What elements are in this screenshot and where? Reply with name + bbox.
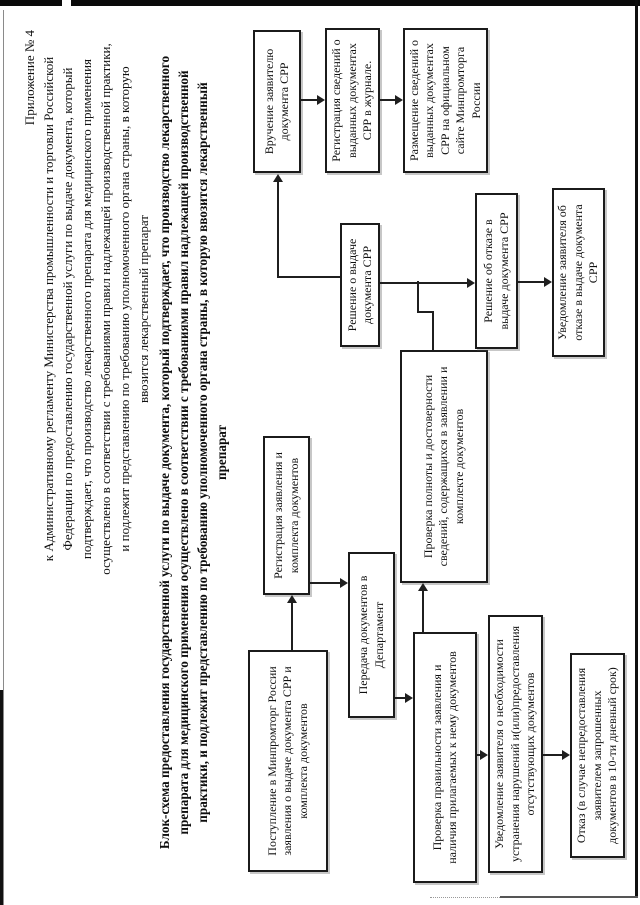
connector-issue-to-handover xyxy=(277,180,279,278)
box-application-received: Поступление в Минпромторг России заявлен… xyxy=(248,650,328,872)
connector-decision-trunk xyxy=(380,282,468,284)
connector-received-to-registration xyxy=(291,602,293,650)
arrowhead-down-icon xyxy=(317,95,325,105)
box-decision-refuse: Решение об отказе в выдаче документа СРР xyxy=(475,193,518,349)
arrowhead-down-icon xyxy=(544,277,552,287)
box-transfer-to-department: Передача документов в Департамент xyxy=(348,552,395,718)
box-application-registration: Регистрация заявления и комплекта докуме… xyxy=(263,436,310,595)
scan-edge-bottom-dotted xyxy=(430,897,500,898)
appendix-header: Приложение № 4 к Административному регла… xyxy=(20,28,153,590)
scan-edge-right xyxy=(635,0,638,897)
scan-edge-top xyxy=(0,0,640,6)
appendix-line: осуществлено в соответствии с требования… xyxy=(98,43,113,575)
connector-junction-to-trunk xyxy=(417,281,419,313)
appendix-line: к Административному регламенту Министерс… xyxy=(41,56,56,562)
arrowhead-down-icon xyxy=(340,578,348,588)
arrowhead-down-icon xyxy=(562,750,570,760)
box-correctness-check: Проверка правильности заявления и наличи… xyxy=(413,632,477,883)
title-line: Блок-схема предоставления государственно… xyxy=(157,55,172,850)
appendix-line: ввозится лекарственный препарат xyxy=(136,215,151,403)
box-refusal-notice: Уведомление заявителя об отказе в выдаче… xyxy=(552,188,605,357)
connector-correctness-to-completeness xyxy=(422,590,424,632)
appendix-line: подтверждает, что производство лекарстве… xyxy=(79,58,94,560)
connector-handover-to-journal xyxy=(301,99,318,101)
box-refusal: Отказ (в случае непредоставления заявите… xyxy=(570,653,625,858)
box-website-publication: Размещение сведений о выданных документа… xyxy=(403,28,488,173)
box-violations-notice: Уведомление заявителя о необходимости ус… xyxy=(488,615,543,873)
scan-edge-bottom xyxy=(500,896,638,898)
scan-edge-notch xyxy=(62,0,71,6)
connector-junction-riser xyxy=(417,311,434,313)
connector-completeness-junction xyxy=(432,311,434,350)
arrowhead-right-icon xyxy=(418,583,428,591)
title-line: препарат xyxy=(214,424,229,481)
connector-journal-to-website xyxy=(380,99,396,101)
box-completeness-check: Проверка полноты и достоверности сведени… xyxy=(400,350,488,583)
scan-edge-left-dark xyxy=(0,690,3,905)
title-line: препарата для медицинского применения ос… xyxy=(176,70,191,835)
arrowhead-down-icon xyxy=(467,278,475,288)
appendix-line: Федерации по предоставлению государствен… xyxy=(60,67,75,551)
arrowhead-down-icon xyxy=(480,750,488,760)
arrowhead-down-icon xyxy=(395,95,403,105)
connector-notice-to-refusal xyxy=(543,754,563,756)
appendix-line: и подлежит представлению по требованию у… xyxy=(117,66,132,552)
arrowhead-down-icon xyxy=(405,693,413,703)
connector-refuse-to-notice xyxy=(518,281,545,283)
connector-registration-to-transfer xyxy=(310,582,343,584)
box-document-handover: Вручение заявителю документа СРР xyxy=(253,30,301,173)
page-title: Блок-схема предоставления государственно… xyxy=(155,14,231,891)
arrowhead-right-icon xyxy=(273,174,283,182)
box-decision-issue: Решение о выдаче документа СРР xyxy=(340,223,380,347)
title-line: практики, и подлежит представлению по тр… xyxy=(195,82,210,823)
arrowhead-right-icon xyxy=(287,595,297,603)
scan-edge-left-hairline xyxy=(3,10,4,905)
appendix-label: Приложение № 4 xyxy=(22,30,37,126)
connector-issue-up xyxy=(278,276,340,278)
box-journal-registration: Регистрация сведений о выданных документ… xyxy=(325,28,380,173)
